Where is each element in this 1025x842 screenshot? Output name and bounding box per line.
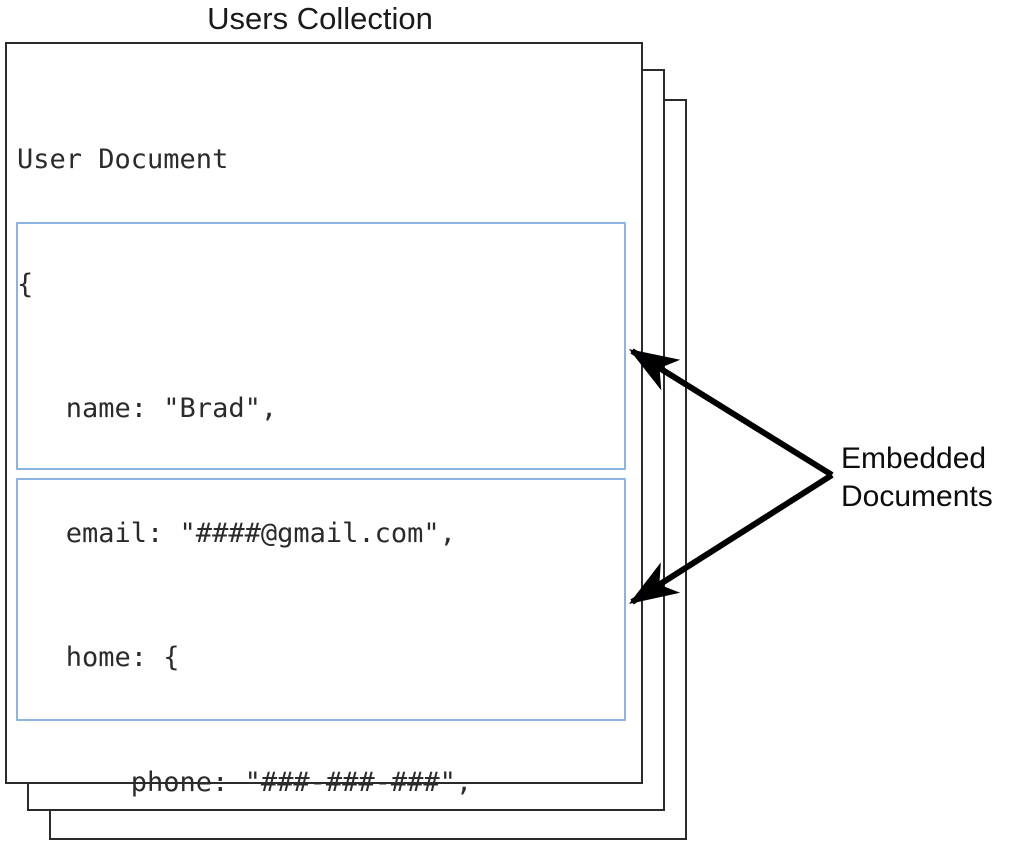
embedded-documents-label-line-2: Documents (841, 480, 993, 513)
arrow-to-home-embedded-document (628, 348, 834, 478)
arrow-to-work-embedded-document (628, 472, 834, 605)
embedded-document-work-highlight (16, 478, 626, 721)
embedded-documents-label: Embedded Documents (841, 440, 993, 516)
document-card-front (5, 42, 643, 784)
embedded-document-home-highlight (16, 222, 626, 470)
collection-title: Users Collection (207, 1, 433, 36)
embedded-documents-label-line-1: Embedded (841, 442, 987, 475)
embedded-documents-arrows (628, 348, 834, 605)
